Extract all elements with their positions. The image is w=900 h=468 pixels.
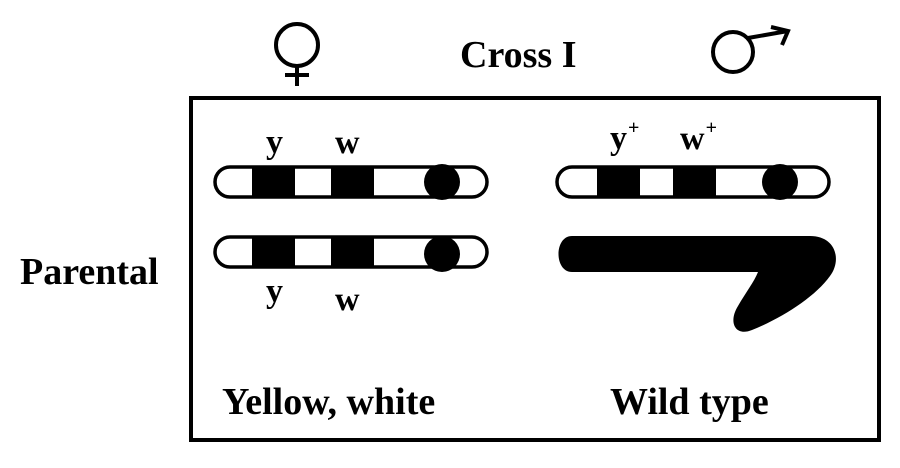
male-gene-label-w-plus: w+ bbox=[680, 118, 717, 157]
cross-title: Cross I bbox=[460, 34, 577, 76]
male-phenotype: Wild type bbox=[610, 381, 769, 423]
y-locus-band bbox=[252, 167, 295, 197]
centromere bbox=[424, 236, 460, 272]
female-gene-label-y-top: y bbox=[266, 124, 283, 161]
female-symbol-icon bbox=[274, 22, 320, 86]
female-x-chromosome-bottom bbox=[213, 235, 489, 272]
row-label-parental: Parental bbox=[20, 251, 159, 293]
gene-superscript: + bbox=[628, 117, 640, 139]
parental-frame bbox=[189, 96, 881, 442]
male-gene-w: w bbox=[680, 120, 705, 157]
female-phenotype: Yellow, white bbox=[222, 381, 436, 423]
w-locus-band bbox=[331, 167, 374, 197]
gene-superscript: + bbox=[705, 117, 717, 139]
female-gene-label-w-bottom: w bbox=[335, 281, 360, 318]
male-gene-y: y bbox=[610, 120, 627, 157]
male-gene-label-y-plus: y+ bbox=[610, 118, 639, 157]
female-x-chromosome-top bbox=[213, 164, 489, 200]
y-locus-band bbox=[252, 237, 295, 267]
w-plus-locus-band bbox=[673, 167, 716, 197]
male-y-chromosome bbox=[558, 236, 836, 332]
y-plus-locus-band bbox=[597, 167, 640, 197]
centromere bbox=[424, 164, 460, 200]
female-gene-label-y-bottom: y bbox=[266, 273, 283, 310]
male-x-chromosome bbox=[555, 164, 831, 200]
male-symbol-icon bbox=[711, 25, 791, 74]
female-gene-label-w-top: w bbox=[335, 124, 360, 161]
w-locus-band bbox=[331, 237, 374, 267]
centromere bbox=[762, 164, 798, 200]
